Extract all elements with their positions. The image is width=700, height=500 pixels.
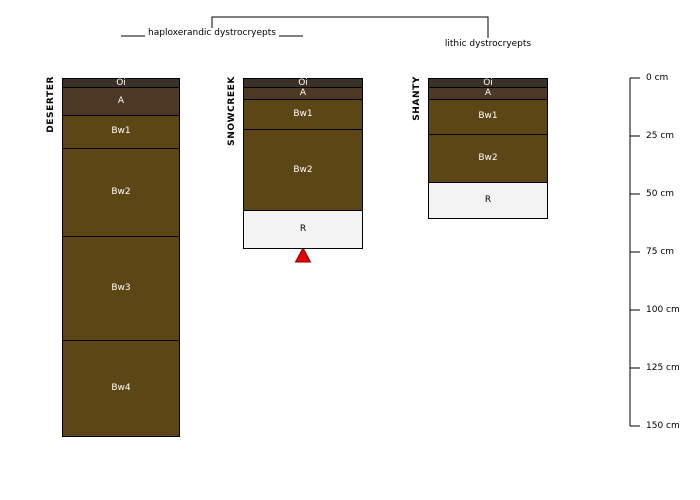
depth-tick-label: 100 cm: [646, 305, 680, 315]
horizon-r: R: [429, 183, 547, 219]
horizon-label: Oi: [298, 77, 308, 88]
group-annotation-lithic: lithic dystrocryepts: [428, 39, 548, 49]
profile-name-shanty: SHANTY: [412, 76, 422, 121]
horizon-bw3: Bw3: [63, 236, 179, 342]
group-label-haploxerandic: haploxerandic dystrocryepts: [145, 28, 279, 38]
horizon-label: Oi: [483, 77, 493, 88]
profile-name-snowcreek: SNOWCREEK: [227, 76, 237, 146]
horizon-a: A: [63, 88, 179, 117]
horizon-label: Bw2: [293, 164, 313, 175]
horizon-bw2: Bw2: [244, 130, 362, 212]
horizon-label: Bw1: [478, 111, 498, 122]
horizon-oi: Oi: [63, 77, 179, 89]
horizon-label: A: [299, 88, 307, 99]
horizon-label: A: [484, 88, 492, 99]
depth-tick-label: 25 cm: [646, 131, 675, 141]
horizon-bw1: Bw1: [429, 99, 547, 135]
horizon-label: R: [299, 224, 307, 235]
depth-tick-label: 75 cm: [646, 247, 675, 257]
horizon-bw1: Bw1: [63, 116, 179, 149]
horizon-bw2: Bw2: [429, 134, 547, 184]
profile-name-deserter: DESERTER: [46, 76, 56, 133]
depth-tick-label: 50 cm: [646, 189, 675, 199]
depth-tick-label: 150 cm: [646, 421, 680, 431]
horizon-label: Bw3: [111, 282, 131, 293]
horizon-bw4: Bw4: [63, 341, 179, 437]
horizon-oi: Oi: [429, 77, 547, 89]
horizon-label: Bw4: [111, 383, 131, 394]
depth-tick-label: 125 cm: [646, 363, 680, 373]
horizon-label: R: [484, 195, 492, 206]
horizon-a: A: [429, 88, 547, 100]
group-label-lithic: lithic dystrocryepts: [441, 39, 535, 49]
horizon-label: Bw1: [293, 108, 313, 119]
horizon-bw1: Bw1: [244, 99, 362, 131]
horizon-r: R: [244, 211, 362, 249]
lithic-contact-marker-icon: [294, 246, 312, 263]
horizon-label: Bw2: [478, 153, 498, 164]
horizon-label: Bw2: [111, 186, 131, 197]
grouping-bracket-line: [211, 16, 489, 38]
horizon-label: A: [117, 96, 125, 107]
horizon-bw2: Bw2: [63, 148, 179, 237]
horizon-label: Oi: [116, 77, 126, 88]
horizon-oi: Oi: [244, 77, 362, 89]
depth-tick-label: 0 cm: [646, 73, 669, 83]
horizon-a: A: [244, 88, 362, 100]
horizon-label: Bw1: [111, 126, 131, 137]
group-annotation-haploxerandic: haploxerandic dystrocryepts: [121, 28, 303, 38]
